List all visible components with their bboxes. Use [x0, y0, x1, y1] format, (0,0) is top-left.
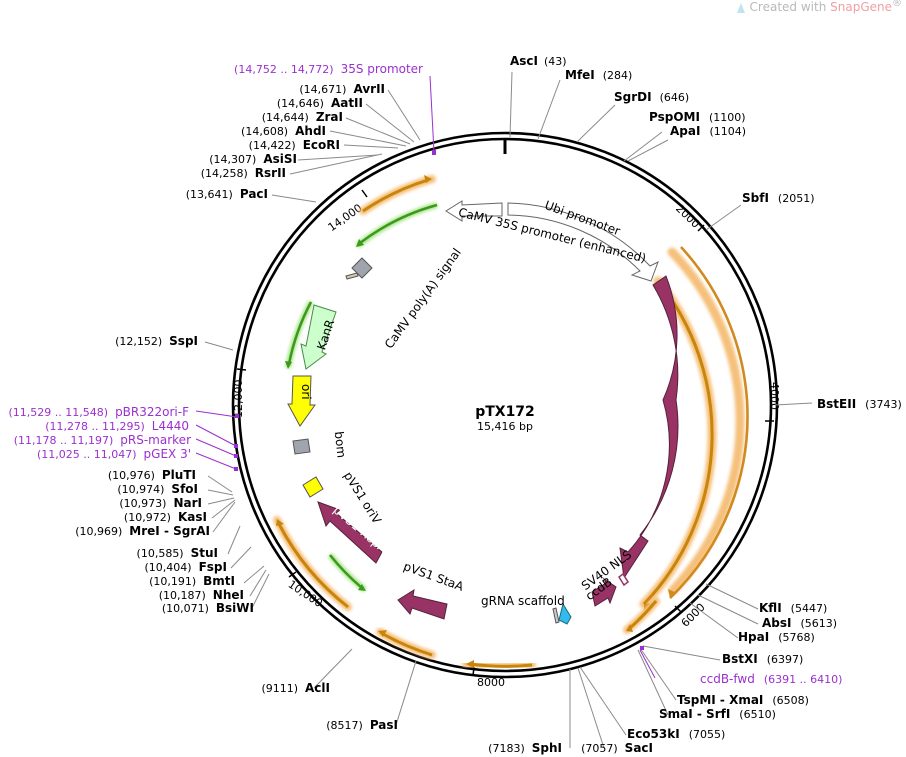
plasmid-size: 15,416 bp [477, 420, 533, 433]
enzyme-bsiwi[interactable]: (10,071)BsiWI [162, 601, 254, 615]
enzyme-ecori[interactable]: (14,422)EcoRI [249, 138, 340, 152]
label-grna-scaffold: gRNA scaffold [481, 594, 565, 608]
enzyme-sgrdi[interactable]: SgrDI(646) [614, 90, 689, 104]
label-ori: ori [299, 384, 313, 400]
enzyme-paci[interactable]: (13,641)PacI [186, 187, 268, 201]
feature-ori[interactable]: ori [287, 375, 316, 427]
snapgene-watermark: Created with SnapGene® [736, 0, 902, 14]
watermark-text: Created with [749, 0, 831, 14]
green-feature-arcs [285, 202, 438, 593]
enzyme-labels-left: (7057)SacI (7183)SphI (8517)PasI (9111)A… [75, 82, 653, 755]
enzyme-pspomi[interactable]: PspOMI(1100) [649, 110, 746, 124]
feature-cas9[interactable]: Cas9 [619, 275, 732, 580]
enzyme-bstxi[interactable]: BstXI(6397) [722, 652, 803, 666]
svg-text:14,000: 14,000 [326, 201, 365, 234]
primer-labels: (14,752 .. 14,772)35S promoter (11,529 .… [9, 62, 843, 686]
backbone-inner-ring [237, 137, 773, 673]
enzyme-mfei[interactable]: MfeI(284) [565, 68, 632, 82]
enzyme-mrei-sgrai[interactable]: (10,969)MreI - SgrAI [75, 524, 210, 538]
snapgene-leaf-icon [736, 2, 745, 13]
enzyme-sspi[interactable]: (12,152)SspI [115, 334, 198, 348]
label-bom: bom [332, 431, 349, 459]
enzyme-ahdi[interactable]: (14,608)AhdI [241, 124, 326, 138]
enzyme-stui[interactable]: (10,585)StuI [137, 546, 218, 560]
enzyme-acli[interactable]: (9111)AclI [261, 681, 330, 695]
enzyme-asci[interactable]: AscI(43) [510, 54, 567, 68]
svg-text:2000: 2000 [673, 202, 702, 231]
enzyme-sfoi[interactable]: (10,974)SfoI [117, 482, 198, 496]
enzyme-sbfi[interactable]: SbfI(2051) [742, 191, 815, 205]
enzyme-kfli[interactable]: KflI(5447) [759, 601, 827, 615]
enzyme-aatii[interactable]: (14,646)AatII [277, 96, 363, 110]
enzyme-smai-srfi[interactable]: SmaI - SrfI(6510) [659, 707, 776, 721]
enzyme-labels-right: AscI(43) MfeI(284) SgrDI(646) PspOMI(110… [510, 54, 902, 741]
svg-text:4000: 4000 [768, 382, 781, 410]
enzyme-hpai[interactable]: HpaI(5768) [738, 630, 815, 644]
enzyme-asisi[interactable]: (14,307)AsiSI [209, 152, 297, 166]
primer-marks [234, 150, 644, 650]
primer-ccdb-fwd[interactable]: ccdB-fwd(6391 .. 6410) [700, 672, 842, 686]
primer-35s-promoter[interactable]: (14,752 .. 14,772)35S promoter [234, 62, 423, 76]
enzyme-sphi[interactable]: (7183)SphI [488, 741, 562, 755]
primer-prs-marker[interactable]: (11,178 .. 11,197)pRS-marker [14, 433, 191, 447]
enzyme-zrai[interactable]: (14,644)ZraI [262, 110, 343, 124]
enzyme-apai[interactable]: ApaI(1104) [670, 124, 746, 138]
plasmid-name: pTX172 [475, 404, 535, 420]
label-pvs1-staa: pVS1 StaA [402, 559, 467, 594]
label-cas9: Cas9 [715, 413, 732, 444]
enzyme-pasi[interactable]: (8517)PasI [326, 718, 398, 732]
enzyme-rsrii[interactable]: (14,258)RsrII [201, 166, 286, 180]
label-camv-polya: CaMV poly(A) signal [382, 246, 464, 352]
primer-l4440[interactable]: (11,278 .. 11,295)L4440 [45, 419, 189, 433]
enzyme-leader-lines [204, 71, 813, 749]
feature-grna-scaffold[interactable]: gRNA scaffold [481, 594, 572, 625]
feature-bom[interactable]: bom [292, 431, 349, 459]
watermark-brand: SnapGene [830, 0, 892, 14]
enzyme-bmti[interactable]: (10,191)BmtI [149, 574, 235, 588]
enzyme-absi[interactable]: AbsI(5613) [762, 616, 837, 630]
enzyme-pluti[interactable]: (10,976)PluTI [108, 468, 196, 482]
enzyme-eco53ki[interactable]: Eco53kI(7055) [627, 727, 725, 741]
primer-leader-lines [195, 75, 656, 679]
orf-arcs [273, 175, 749, 671]
tick-12000: 12,000 [232, 368, 247, 419]
enzyme-tspmi-xmai[interactable]: TspMI - XmaI(6508) [677, 693, 809, 707]
svg-text:12,000: 12,000 [232, 380, 245, 419]
primer-pbr322ori-f[interactable]: (11,529 .. 11,548)pBR322ori-F [9, 405, 190, 419]
enzyme-nari[interactable]: (10,973)NarI [119, 496, 202, 510]
svg-text:8000: 8000 [477, 676, 505, 689]
feature-camv-polya[interactable]: CaMV poly(A) signal [345, 246, 464, 352]
enzyme-nhei[interactable]: (10,187)NheI [159, 588, 244, 602]
tick-4000: 4000 [765, 382, 781, 422]
enzyme-kasi[interactable]: (10,972)KasI [124, 510, 207, 524]
primer-pgex-3[interactable]: (11,025 .. 11,047)pGEX 3' [37, 447, 191, 461]
enzyme-fspi[interactable]: (10,404)FspI [145, 560, 227, 574]
enzyme-bsteii[interactable]: BstEII(3743) [817, 397, 902, 411]
enzyme-saci[interactable]: (7057)SacI [581, 741, 653, 755]
feature-pvs1-staa[interactable]: pVS1 StaA [397, 559, 467, 620]
enzyme-avrii[interactable]: (14,671)AvrII [299, 82, 385, 96]
watermark-reg: ® [892, 0, 902, 9]
